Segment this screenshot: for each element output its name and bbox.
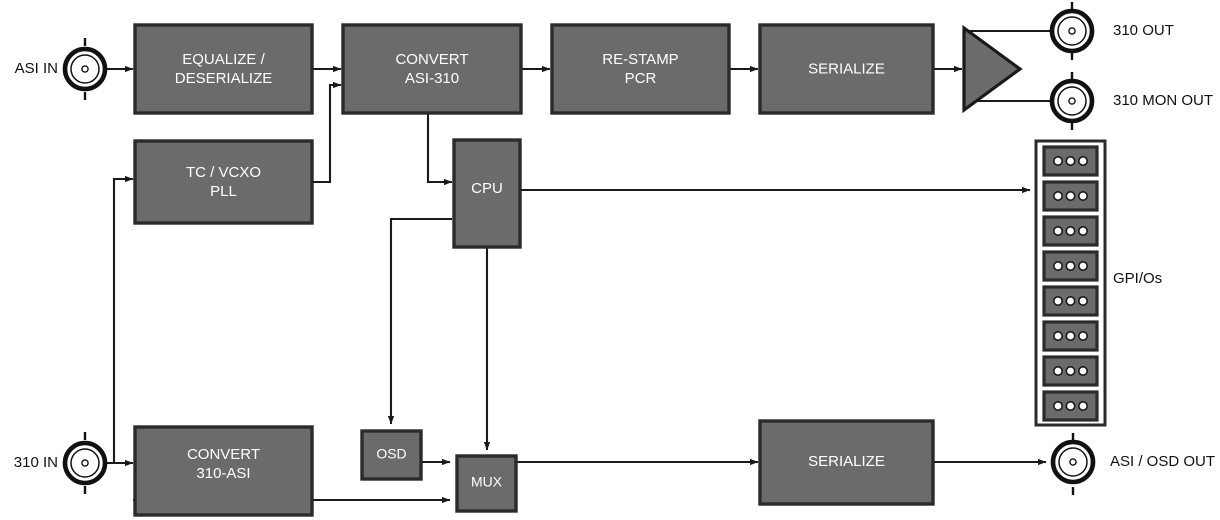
- block-label-convert-asi310-line1: CONVERT: [395, 51, 468, 68]
- block-convert-asi-310[interactable]: CONVERT ASI-310: [341, 23, 523, 115]
- gpio-connector-stack[interactable]: [1034, 139, 1107, 427]
- block-cpu[interactable]: CPU: [452, 138, 522, 249]
- block-tc-vcxo-pll[interactable]: TC / VCXO PLL: [133, 139, 314, 225]
- bnc-connector-310-out[interactable]: [1049, 2, 1095, 60]
- block-label-osd: OSD: [376, 446, 406, 462]
- block-label-serialize-top: SERIALIZE: [808, 60, 885, 77]
- gpio-terminal-block[interactable]: [1042, 215, 1099, 247]
- block-label-cpu: CPU: [471, 180, 503, 197]
- wire-pll-to-convert-asi310: [312, 81, 342, 184]
- bnc-connector-asi-osd-out[interactable]: [1050, 433, 1096, 495]
- block-re-stamp-pcr[interactable]: RE-STAMP PCR: [550, 23, 731, 115]
- block-serialize-top[interactable]: SERIALIZE: [758, 23, 935, 115]
- gpio-terminal-block[interactable]: [1042, 320, 1099, 352]
- port-label-310-out: 310 OUT: [1113, 22, 1174, 39]
- block-mux[interactable]: MUX: [455, 454, 518, 513]
- block-label-restamp-line1: RE-STAMP: [602, 51, 678, 68]
- gpio-terminal-block[interactable]: [1042, 285, 1099, 317]
- port-label-310-mon-out: 310 MON OUT: [1113, 92, 1213, 109]
- block-label-tcvcxo-line2: PLL: [210, 183, 237, 200]
- wire-layer: [104, 29, 1051, 504]
- port-label-gpios: GPI/Os: [1113, 270, 1162, 287]
- bnc-connector-310-in[interactable]: [62, 432, 108, 494]
- gpio-terminal-block[interactable]: [1042, 180, 1099, 212]
- block-label-tcvcxo-line1: TC / VCXO: [186, 164, 261, 181]
- wire-convert-asi310-to-cpu: [426, 107, 453, 186]
- port-label-asi-in: ASI IN: [15, 60, 58, 77]
- gpio-terminal-block[interactable]: [1042, 355, 1099, 387]
- block-equalize-deserialize[interactable]: EQUALIZE / DESERIALIZE: [133, 23, 314, 115]
- block-convert-310-asi[interactable]: CONVERT 310-ASI: [133, 425, 314, 517]
- block-label-equalize-line2: DESERIALIZE: [175, 70, 273, 87]
- gpio-terminal-block[interactable]: [1042, 250, 1099, 282]
- wire-310-in-to-pll: [112, 175, 134, 463]
- block-label-convert-310asi-line2: 310-ASI: [196, 465, 250, 482]
- port-label-310-in: 310 IN: [14, 454, 58, 471]
- wire-cpu-to-osd: [387, 217, 452, 425]
- block-serialize-bottom[interactable]: SERIALIZE: [758, 419, 935, 506]
- block-label-mux: MUX: [471, 474, 503, 490]
- block-label-restamp-line2: PCR: [625, 70, 657, 87]
- bnc-connector-310-mon-out[interactable]: [1049, 72, 1095, 130]
- block-label-convert-310asi-line1: CONVERT: [187, 446, 260, 463]
- block-osd[interactable]: OSD: [360, 429, 423, 481]
- gpio-terminal-block[interactable]: [1042, 390, 1099, 422]
- block-label-convert-asi310-line2: ASI-310: [405, 70, 459, 87]
- port-label-asi-osd-out: ASI / OSD OUT: [1110, 453, 1215, 470]
- bnc-connector-asi-in[interactable]: [62, 38, 108, 100]
- output-amplifier[interactable]: [962, 24, 1023, 114]
- gpio-terminal-block[interactable]: [1042, 145, 1099, 177]
- block-label-equalize-line1: EQUALIZE /: [182, 51, 265, 68]
- block-label-serialize-bottom: SERIALIZE: [808, 453, 885, 470]
